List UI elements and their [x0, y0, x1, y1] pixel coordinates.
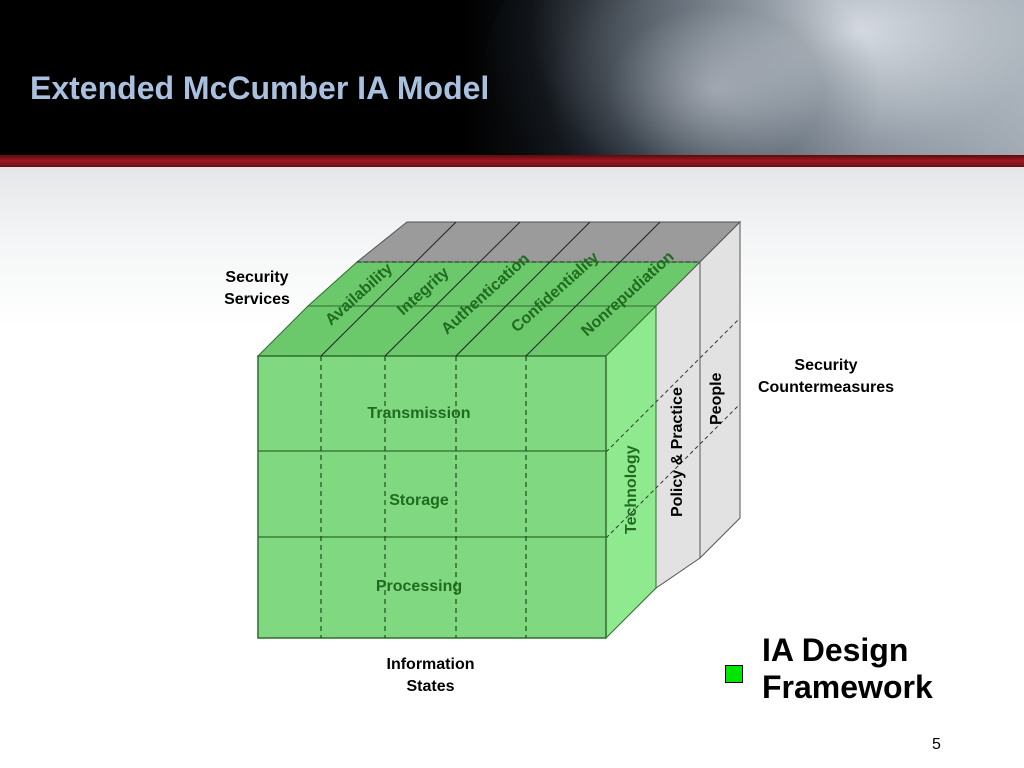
earth-clouds-highlight	[544, 0, 884, 158]
legend-label-line-2: Framework	[762, 669, 933, 705]
legend-green-swatch	[725, 665, 743, 683]
header-banner	[0, 0, 1024, 158]
security-services-label: Security Services	[210, 267, 304, 311]
security-countermeasures-label-line-2: Countermeasures	[757, 379, 895, 396]
security-countermeasures-label-line-1: Security	[794, 357, 858, 374]
information-states-label-line-2: States	[406, 678, 455, 695]
legend-label-line-1: IA Design	[762, 632, 909, 668]
state-label-transmission: Transmission	[367, 405, 470, 422]
security-countermeasures-label: Security Countermeasures	[738, 355, 914, 399]
state-label-processing: Processing	[376, 578, 462, 595]
security-services-label-line-2: Services	[224, 291, 290, 308]
countermeasure-label-people: People	[708, 372, 725, 425]
countermeasure-label-technology: Technology	[623, 445, 640, 534]
slide-title: Extended McCumber IA Model	[30, 70, 490, 106]
state-label-storage: Storage	[389, 492, 449, 509]
page-number: 5	[932, 736, 941, 753]
information-states-label: Information States	[370, 654, 491, 698]
header-red-bar	[0, 155, 1024, 167]
security-services-label-line-1: Security	[225, 269, 289, 286]
legend-label: IA Design Framework	[762, 632, 933, 706]
cube-front-face	[257, 355, 607, 639]
countermeasure-label-policy: Policy & Practice	[669, 387, 686, 517]
information-states-label-line-1: Information	[386, 656, 475, 673]
cube-top-rear-face	[355, 221, 742, 263]
